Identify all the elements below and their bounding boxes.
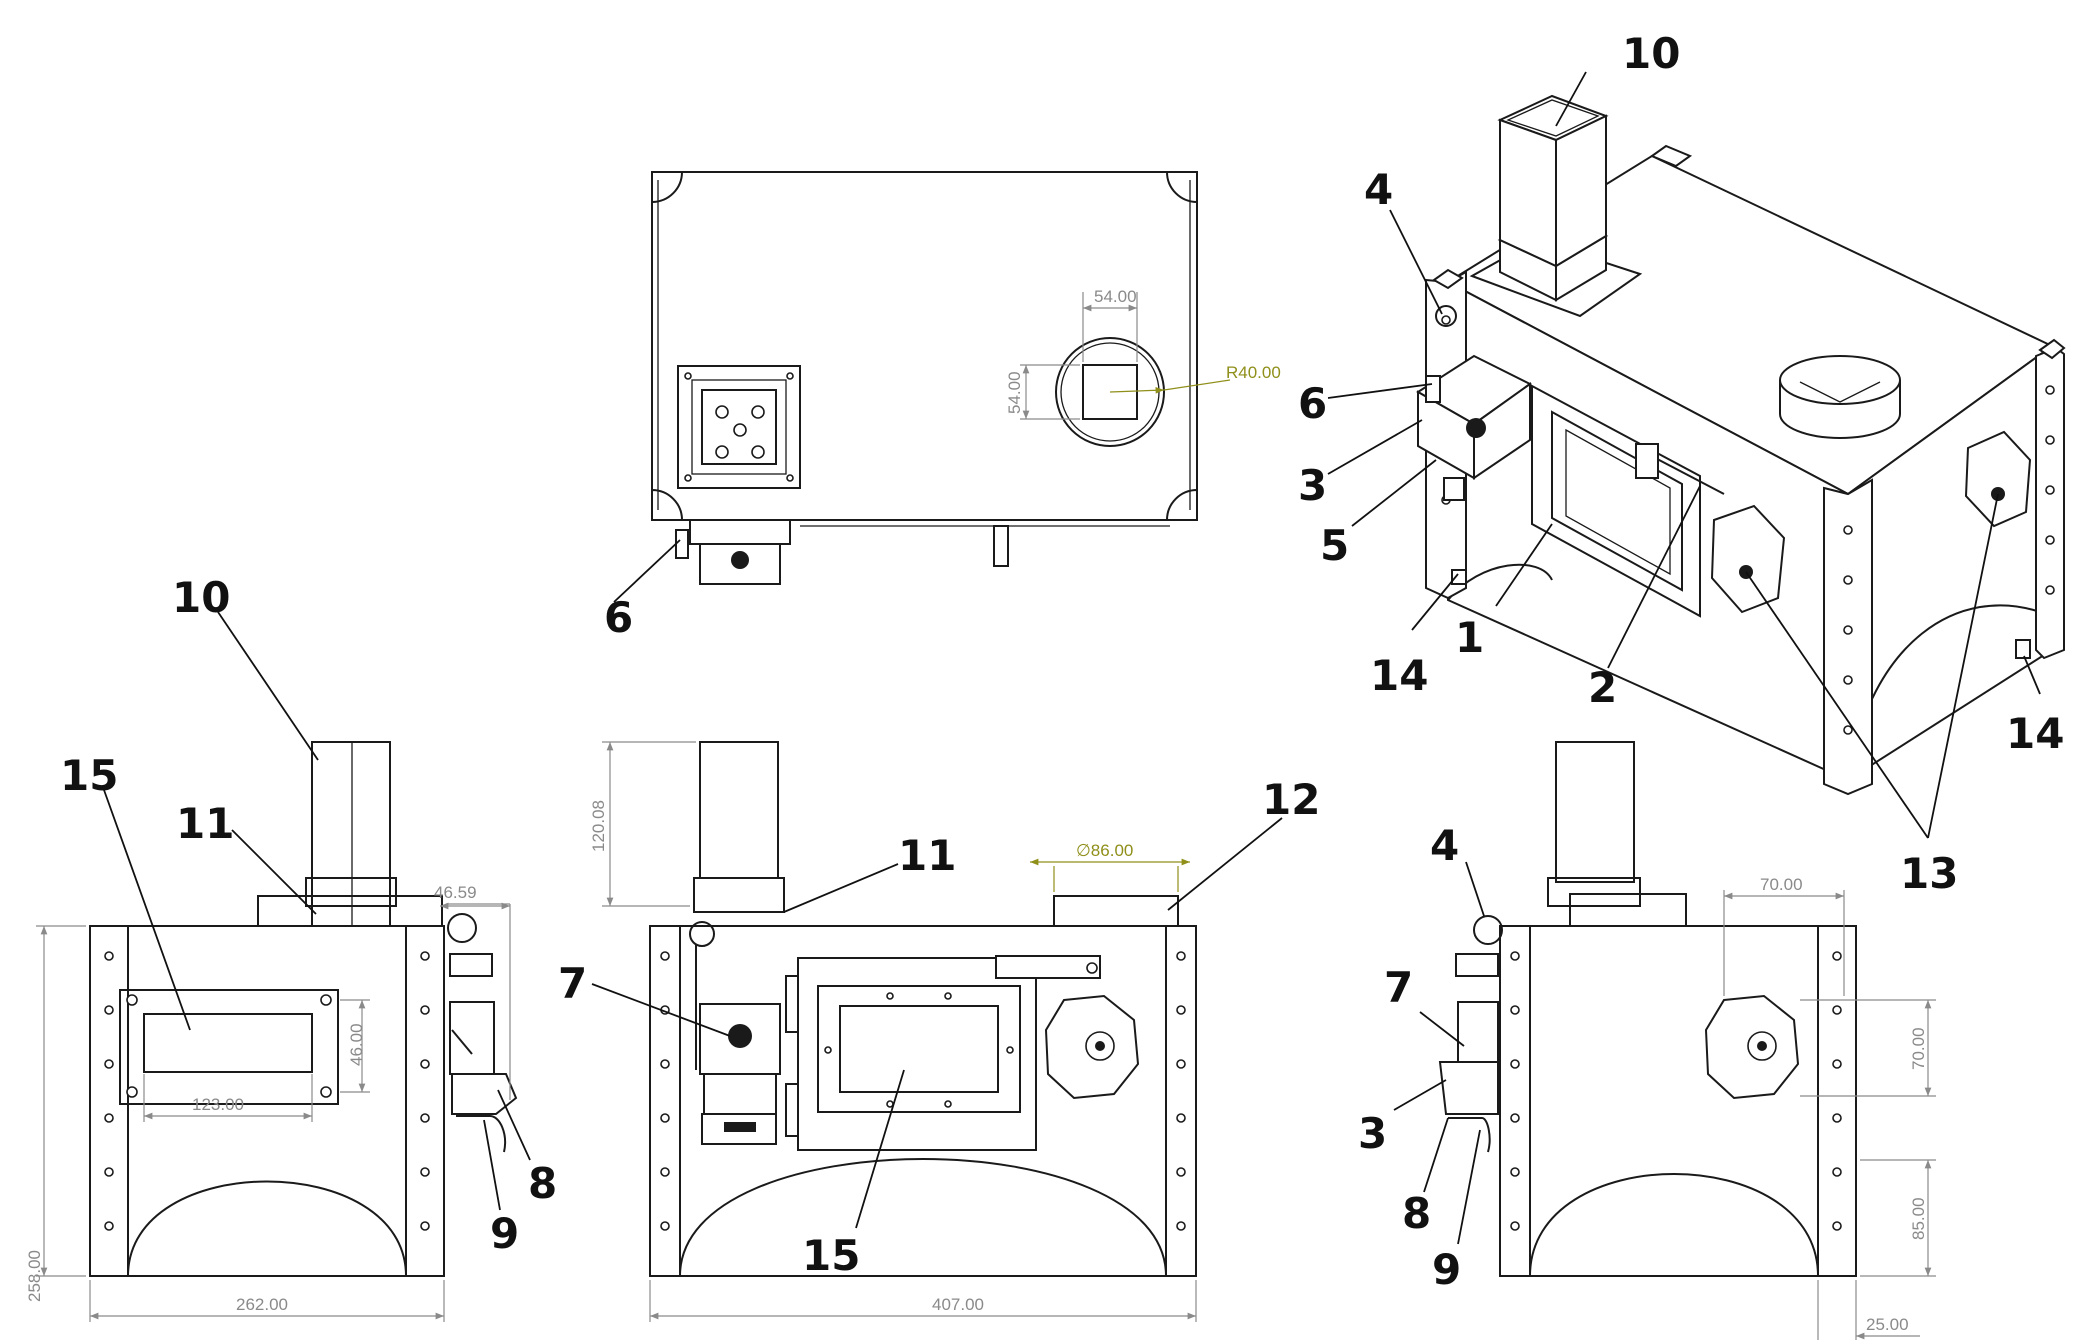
callout-left-9: 9	[490, 1209, 519, 1258]
dim-top-height: 54.00	[1005, 371, 1024, 414]
callout-top-6: 6	[604, 593, 633, 642]
isometric-view	[1416, 94, 2066, 796]
callout-iso-1: 1	[1455, 613, 1484, 662]
front-view	[649, 741, 1197, 1277]
callout-right-3: 3	[1358, 1109, 1387, 1158]
callout-front-11: 11	[898, 831, 956, 880]
callout-iso-2: 2	[1588, 663, 1617, 712]
callout-iso-3: 3	[1298, 461, 1327, 510]
left-view	[89, 741, 518, 1277]
right-view	[1438, 741, 1857, 1277]
dim-front-40700: 407.00	[932, 1295, 984, 1314]
top-view	[651, 171, 1231, 585]
callout-left-15: 15	[60, 751, 118, 800]
callout-front-7: 7	[558, 959, 587, 1008]
callout-iso-4: 4	[1364, 165, 1393, 214]
callout-iso-5: 5	[1320, 521, 1349, 570]
callout-iso-14b: 14	[2006, 709, 2064, 758]
callout-iso-14a: 14	[1370, 651, 1428, 700]
dim-left-26200: 262.00	[236, 1295, 288, 1314]
dim-top-width: 54.00	[1094, 287, 1137, 306]
callout-left-11: 11	[176, 799, 234, 848]
callout-iso-13: 13	[1900, 849, 1958, 898]
front-dims	[602, 741, 1197, 1322]
dim-left-25800: 258.00	[25, 1250, 44, 1302]
callout-right-4: 4	[1430, 821, 1459, 870]
iso-leaders	[1327, 71, 2041, 839]
dim-front-8600: ∅86.00	[1076, 841, 1133, 860]
callout-iso-10: 10	[1622, 29, 1680, 78]
dim-right-7000h: 70.00	[1909, 1027, 1928, 1070]
dim-right-7000w: 70.00	[1760, 875, 1803, 894]
dim-right-2500: 25.00	[1866, 1315, 1909, 1334]
callout-iso-6: 6	[1298, 379, 1327, 428]
dim-right-8500: 85.00	[1909, 1197, 1928, 1240]
callout-left-10: 10	[172, 573, 230, 622]
dim-left-4659: 46.59	[434, 883, 477, 902]
dim-top-radius: R40.00	[1226, 363, 1281, 382]
callout-right-7: 7	[1384, 963, 1413, 1012]
right-dims	[1723, 890, 1936, 1340]
callout-front-15: 15	[802, 1231, 860, 1280]
callout-right-9: 9	[1432, 1245, 1461, 1294]
callout-left-8: 8	[528, 1159, 557, 1208]
dim-left-12300: 123.00	[192, 1095, 244, 1114]
callout-right-8: 8	[1402, 1189, 1431, 1238]
dim-front-12008: 120.08	[589, 800, 608, 852]
callout-front-12: 12	[1262, 775, 1320, 824]
dim-left-4600: 46.00	[347, 1023, 366, 1066]
left-dims	[36, 902, 511, 1322]
